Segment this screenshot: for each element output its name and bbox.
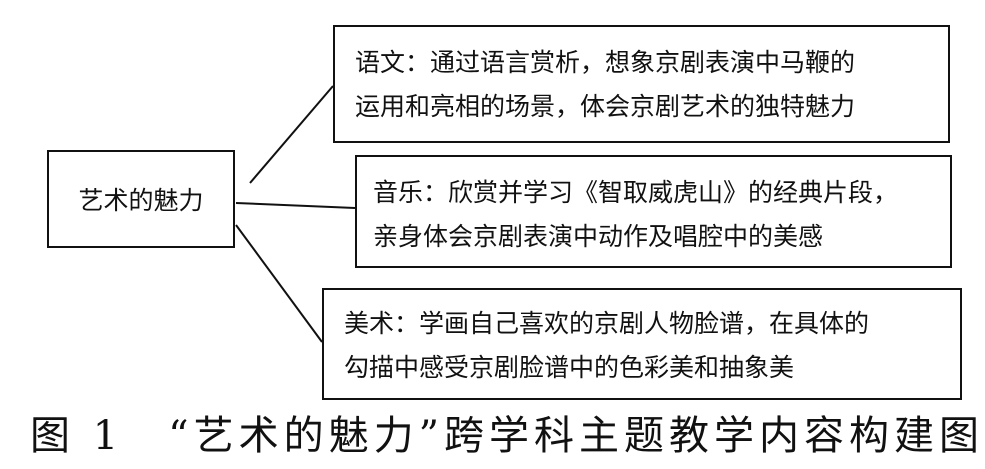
connector-chinese xyxy=(249,85,334,184)
branch-music-line-1: 音乐：欣赏并学习《智取威虎山》的经典片段， xyxy=(373,178,899,207)
figure-caption: 图 1 “艺术的魅力”跨学科主题教学内容构建图 xyxy=(30,413,985,459)
branch-node-art: 美术：学画自己喜欢的京剧人物脸谱，在具体的 勾描中感受京剧脸谱中的色彩美和抽象美 xyxy=(322,288,962,400)
branch-chinese-line-1: 语文：通过语言赏析，想象京剧表演中马鞭的 xyxy=(355,48,856,77)
root-node: 艺术的魅力 xyxy=(47,150,235,248)
branch-art-line-1: 美术：学画自己喜欢的京剧人物脸谱，在具体的 xyxy=(344,309,870,338)
branch-music-line-2: 亲身体会京剧表演中动作及唱腔中的美感 xyxy=(373,222,824,251)
connector-art xyxy=(235,224,323,343)
branch-art-line-2: 勾描中感受京剧脸谱中的色彩美和抽象美 xyxy=(344,353,795,382)
root-node-label: 艺术的魅力 xyxy=(78,186,204,215)
branch-node-chinese: 语文：通过语言赏析，想象京剧表演中马鞭的 运用和亮相的场景，体会京剧艺术的独特魅… xyxy=(333,25,950,143)
branch-node-music: 音乐：欣赏并学习《智取威虎山》的经典片段， 亲身体会京剧表演中动作及唱腔中的美感 xyxy=(355,155,952,268)
branch-chinese-line-2: 运用和亮相的场景，体会京剧艺术的独特魅力 xyxy=(355,92,856,121)
connector-music xyxy=(235,202,356,209)
